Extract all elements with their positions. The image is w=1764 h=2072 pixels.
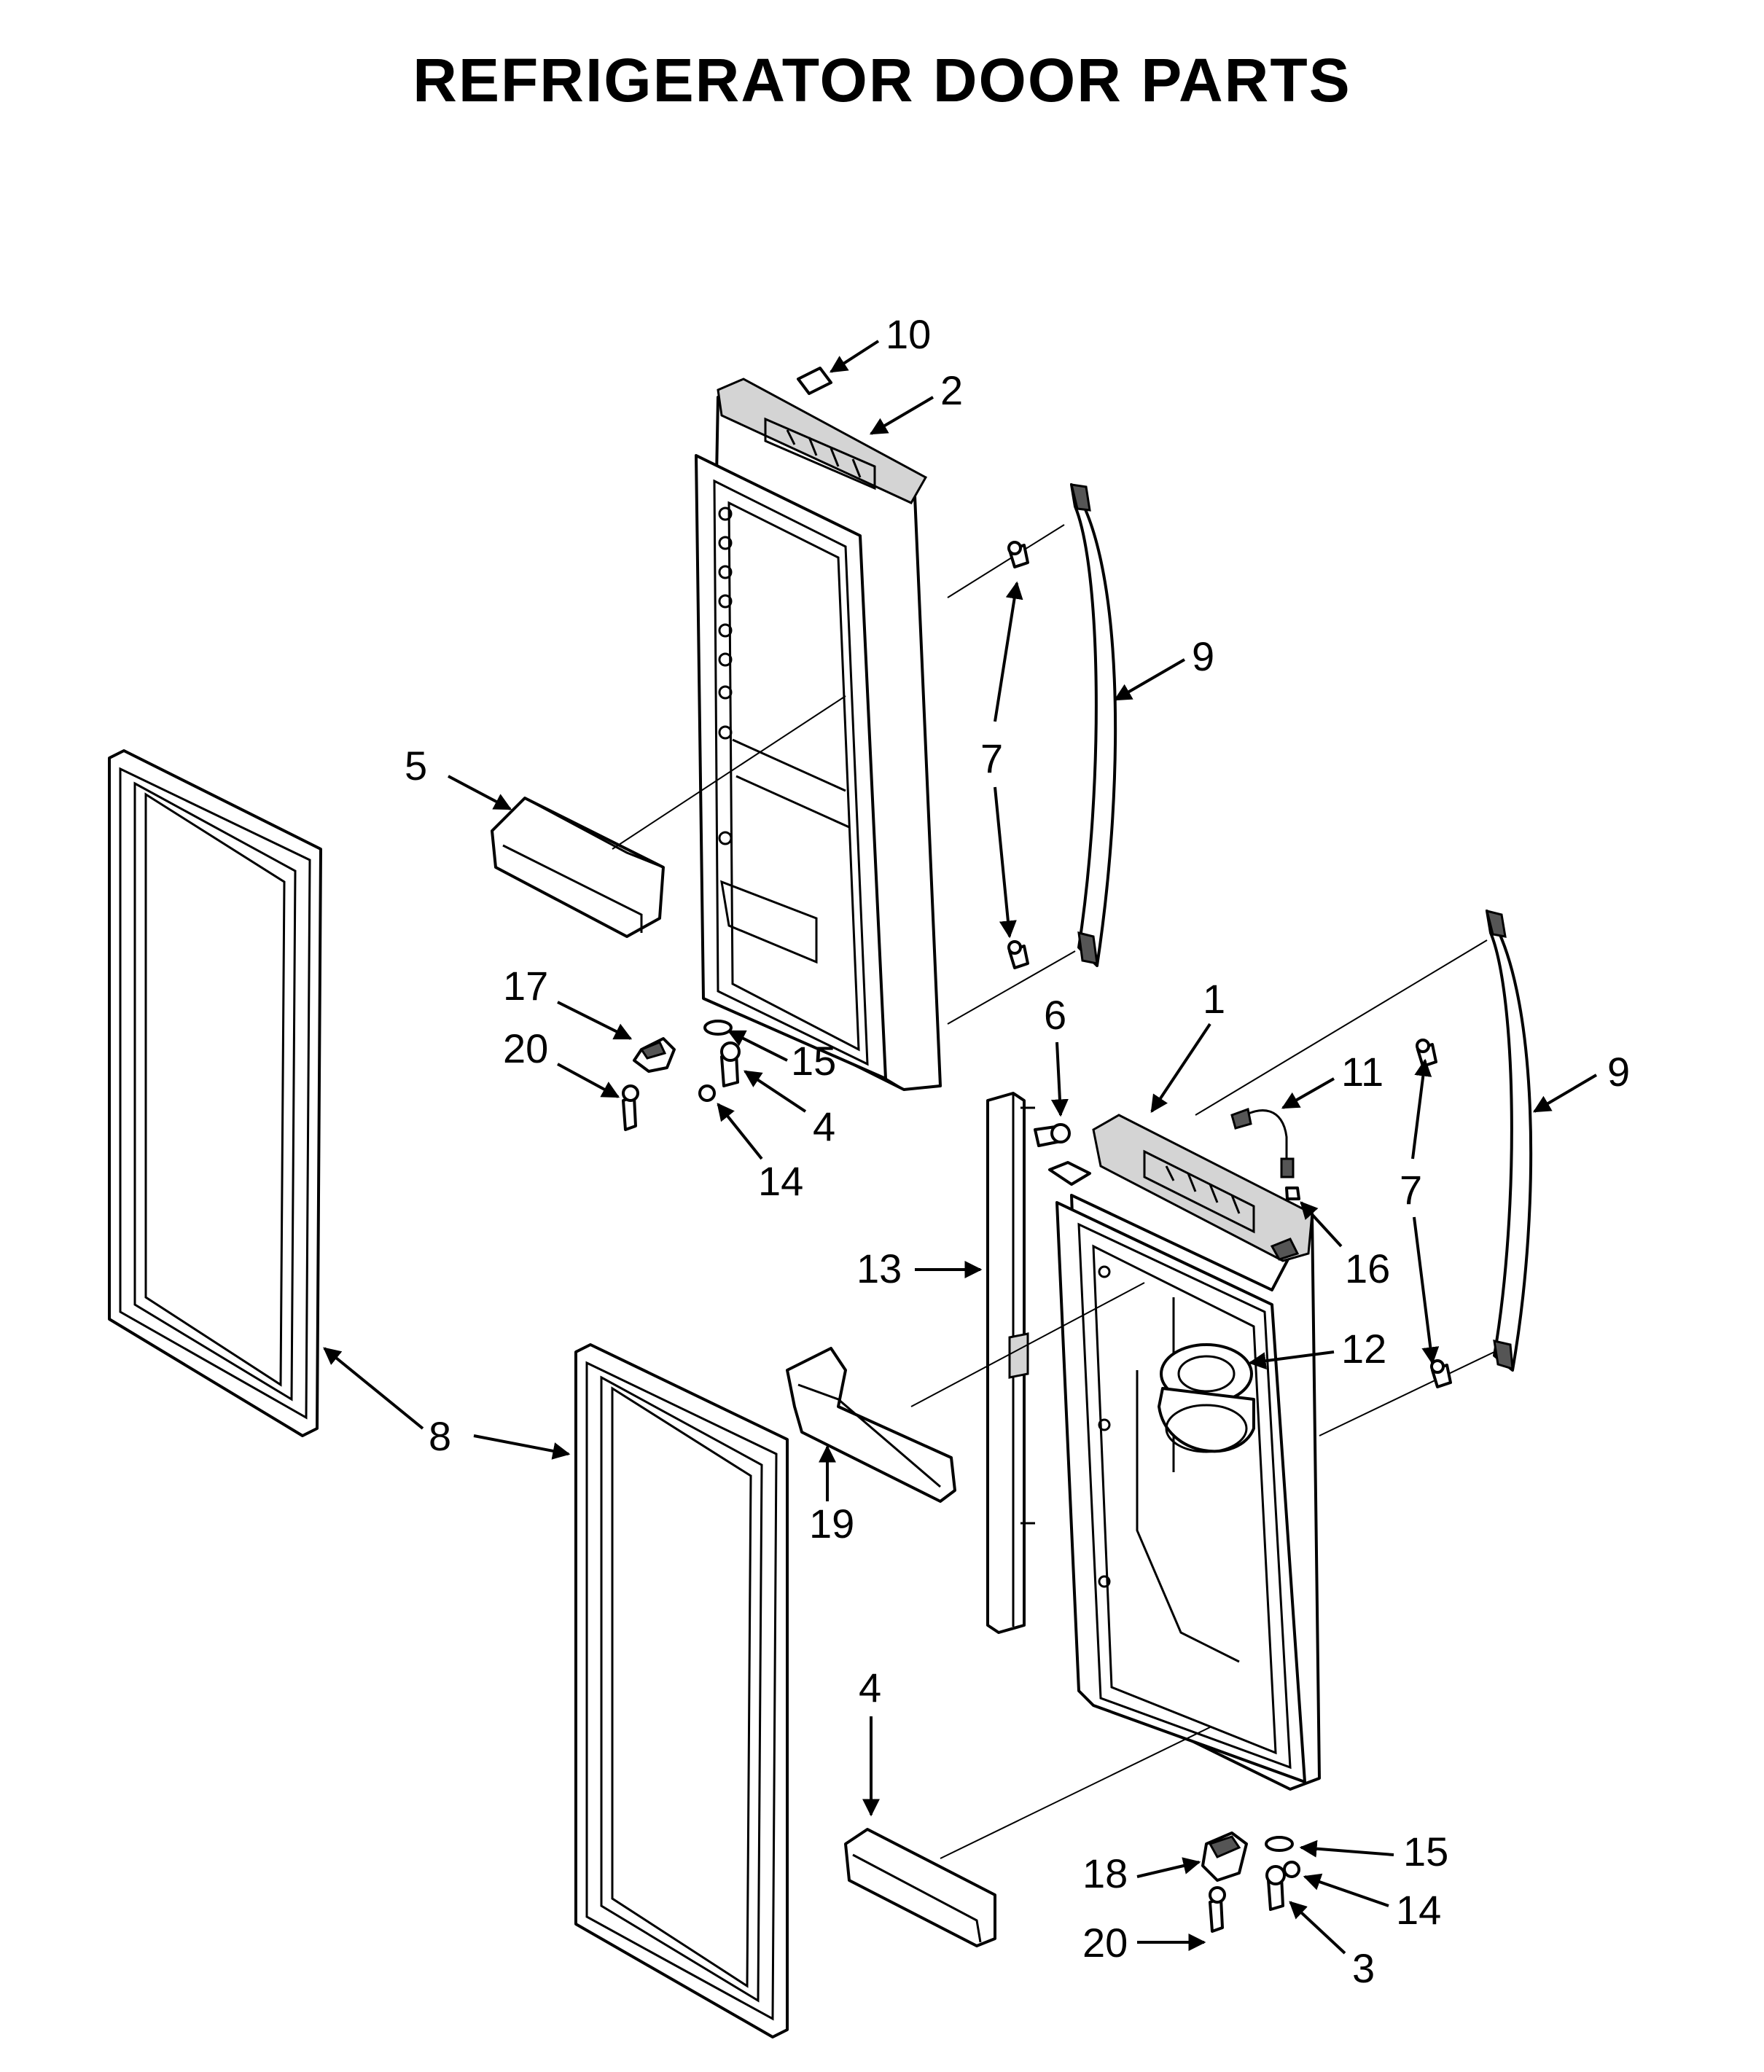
callout-label: 19: [809, 1501, 854, 1547]
bushing-14-lower: [1283, 1861, 1300, 1878]
left-door-top-cap: [717, 378, 928, 504]
screw-4-lower: [1265, 1865, 1286, 1911]
callout-label: 10: [886, 311, 931, 357]
right-door-liner: [1055, 1194, 1321, 1791]
callout-7-lower: 7: [1400, 1058, 1440, 1365]
callout-label: 13: [856, 1246, 902, 1291]
callout-label: 15: [1403, 1829, 1448, 1874]
callout-label: 14: [758, 1158, 803, 1204]
callout-label: 2: [940, 367, 963, 413]
callout-16: 16: [1300, 1201, 1390, 1291]
callout-20-lower: 20: [1082, 1920, 1206, 1966]
handle-lower: [1485, 909, 1533, 1372]
callout-label: 9: [1607, 1049, 1630, 1095]
callout-7-upper: 7: [980, 581, 1023, 939]
guide-line: [1319, 1351, 1495, 1436]
callout-label: 17: [503, 963, 548, 1009]
bushing-14-upper: [698, 1084, 716, 1102]
callout-19: 19: [809, 1444, 854, 1547]
callout-label: 12: [1341, 1326, 1386, 1372]
washer-15-lower: [1265, 1836, 1294, 1852]
guide-line: [940, 1727, 1211, 1859]
callout-label: 5: [405, 743, 427, 789]
handle-stud: [1416, 1039, 1437, 1068]
callout-17: 17: [503, 963, 633, 1040]
right-door-top-cap: [1092, 1114, 1314, 1262]
callout-label: 15: [791, 1038, 836, 1084]
gasket-right: [574, 1343, 789, 2038]
callout-label: 18: [1082, 1850, 1128, 1896]
door-bin-3: [844, 1828, 996, 1947]
handle-stud: [1430, 1359, 1452, 1388]
screw-20-lower: [1209, 1886, 1226, 1933]
page-title: REFRIGERATOR DOOR PARTS: [413, 46, 1351, 114]
callout-14-upper: 14: [717, 1103, 803, 1204]
mullion-13: [986, 1092, 1035, 1634]
callout-3: 4: [859, 1665, 881, 1817]
callout-label: 14: [1396, 1887, 1441, 1933]
hinge-bracket-17: [633, 1037, 676, 1073]
callout-4-lower: 3: [1289, 1901, 1375, 1991]
callout-13: 13: [856, 1246, 983, 1291]
left-door-liner: [695, 396, 942, 1091]
callout-8: 8: [323, 1347, 571, 1460]
gasket-left: [108, 749, 322, 1437]
guide-line: [910, 1282, 1145, 1407]
callout-label: 16: [1345, 1246, 1390, 1291]
handle-upper: [1070, 483, 1117, 967]
callout-label: 4: [859, 1665, 881, 1711]
callout-label: 6: [1044, 992, 1066, 1038]
fitting-16: [1285, 1186, 1300, 1200]
guide-line: [947, 524, 1065, 598]
callout-label: 20: [1082, 1920, 1128, 1966]
door-bin-5: [491, 797, 665, 938]
callout-label: 20: [503, 1025, 548, 1071]
hinge-bracket: [1048, 1161, 1091, 1186]
handle-stud: [1007, 541, 1029, 568]
handle-stud: [1007, 940, 1029, 969]
callout-label: 3: [1352, 1945, 1375, 1991]
left-door-hinge-cover: [797, 367, 832, 395]
screw-20-upper: [622, 1084, 639, 1131]
callout-14-lower: 14: [1303, 1873, 1441, 1933]
callout-label: 8: [429, 1413, 451, 1459]
callout-label: 4: [813, 1103, 835, 1149]
callout-20-upper: 20: [503, 1025, 620, 1098]
callout-15-lower: 15: [1299, 1829, 1448, 1874]
callout-12: 12: [1248, 1326, 1386, 1372]
callout-10: 10: [829, 311, 931, 373]
callout-label: 11: [1341, 1049, 1384, 1095]
callout-2: 2: [869, 367, 963, 435]
guide-line: [947, 950, 1076, 1025]
washer-15-upper: [703, 1020, 733, 1036]
dispenser-chute: [1158, 1343, 1255, 1453]
callout-11: 11: [1281, 1049, 1384, 1109]
callout-15-upper: 15: [727, 1030, 836, 1084]
callout-1: 1: [1150, 976, 1225, 1113]
flipper-19: [786, 1347, 956, 1503]
callout-label: 9: [1192, 633, 1214, 679]
hinge-pin-6: [1034, 1123, 1071, 1147]
callout-5: 5: [405, 743, 512, 810]
callout-18: 18: [1082, 1850, 1201, 1896]
callout-label: 1: [1203, 976, 1225, 1022]
callout-label: 7: [1400, 1167, 1422, 1213]
water-tube: [1230, 1107, 1295, 1178]
screw-4-upper: [720, 1041, 741, 1087]
callout-4-upper: 4: [743, 1070, 835, 1149]
callout-6: 6: [1044, 992, 1069, 1117]
callout-9-upper: 9: [1113, 633, 1214, 701]
hinge-bracket-18: [1201, 1831, 1248, 1882]
callout-label: 7: [980, 735, 1003, 781]
guide-line: [612, 695, 846, 850]
guide-line: [1195, 939, 1488, 1116]
callout-9-lower: 9: [1532, 1049, 1630, 1113]
